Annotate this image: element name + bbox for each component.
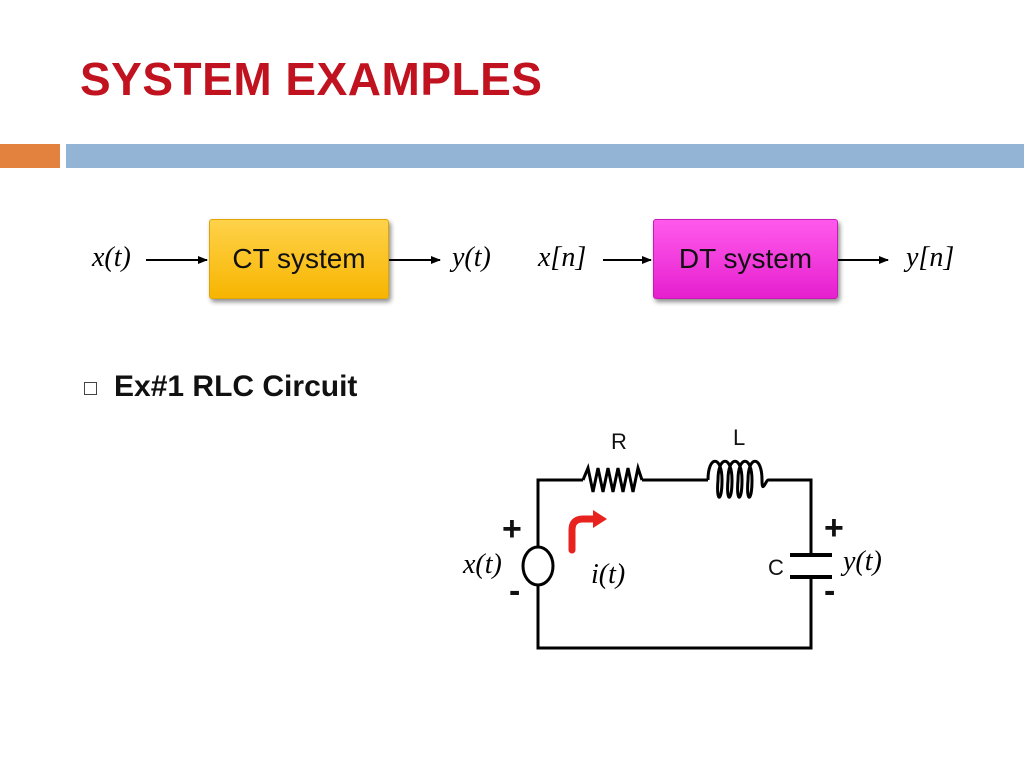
slide-title: SYSTEM EXAMPLES bbox=[80, 53, 543, 105]
output-plus-sign: + bbox=[824, 509, 844, 547]
current-arrow-icon bbox=[568, 510, 607, 554]
inductor-symbol bbox=[706, 459, 769, 499]
voltage-source-symbol bbox=[521, 545, 555, 587]
output-minus-sign: - bbox=[824, 572, 836, 610]
ct-output-signal: y(t) bbox=[452, 242, 491, 273]
source-signal-label: x(t) bbox=[463, 549, 502, 580]
accent-bar-blue bbox=[66, 144, 1024, 168]
accent-bar-orange bbox=[0, 144, 60, 168]
output-voltage-label: y(t) bbox=[843, 546, 882, 577]
inductor-label: L bbox=[733, 425, 746, 450]
source-minus-sign: - bbox=[509, 572, 521, 610]
dt-output-signal: y[n] bbox=[906, 242, 955, 273]
ct-system-block: CT system bbox=[209, 219, 389, 299]
capacitor-symbol bbox=[790, 553, 832, 579]
bullet-marker bbox=[84, 382, 97, 395]
dt-system-block: DT system bbox=[653, 219, 838, 299]
ct-input-signal: x(t) bbox=[92, 242, 131, 273]
example-heading: Ex#1 RLC Circuit bbox=[114, 370, 358, 403]
source-plus-sign: + bbox=[502, 510, 522, 548]
capacitor-label: C bbox=[768, 555, 784, 580]
resistor-label: R bbox=[611, 429, 627, 454]
current-label: i(t) bbox=[591, 559, 626, 590]
resistor-symbol bbox=[581, 462, 644, 493]
circuit-wires bbox=[536, 478, 813, 650]
dt-input-signal: x[n] bbox=[538, 242, 587, 273]
